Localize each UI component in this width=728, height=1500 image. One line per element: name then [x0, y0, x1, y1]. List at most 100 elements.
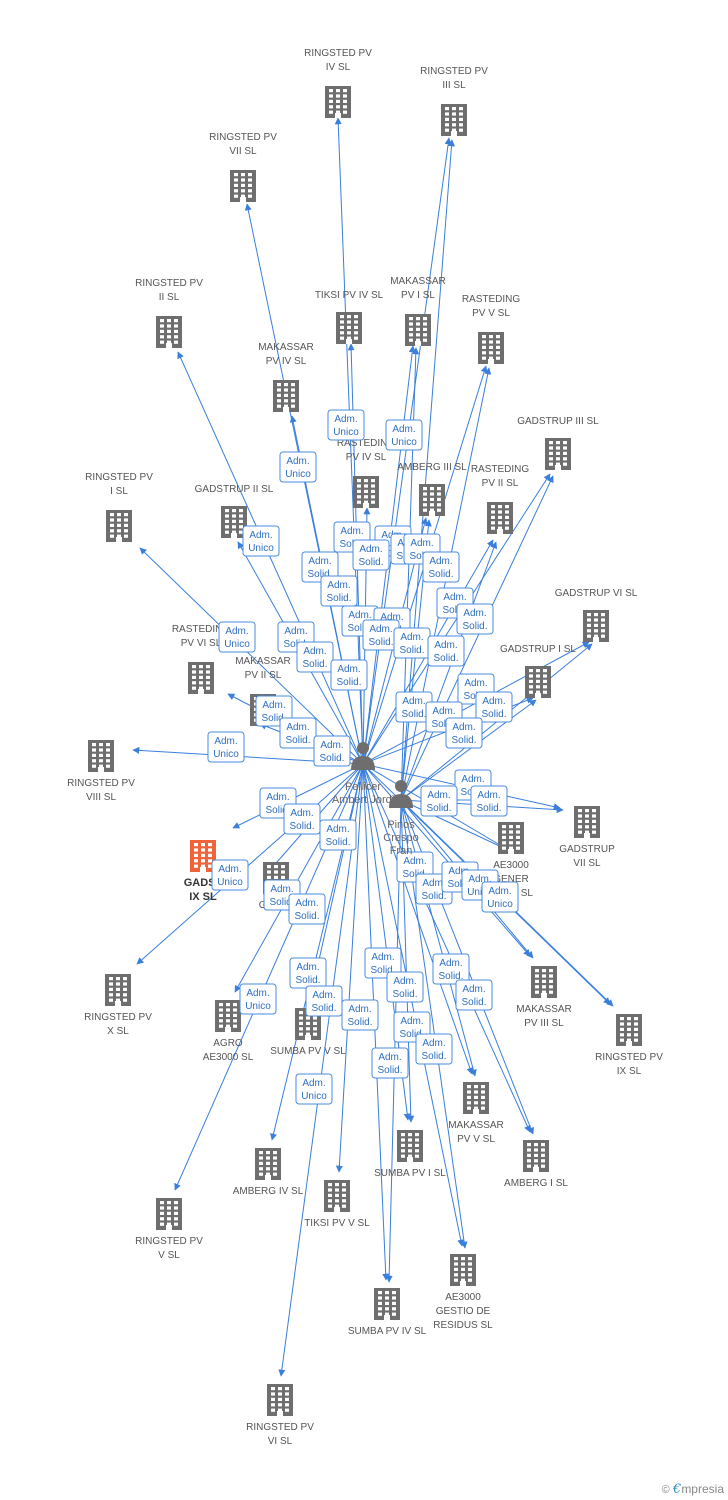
badge-text: Adm.	[286, 456, 309, 467]
company-node[interactable]: AMBERG IV SL	[233, 1148, 304, 1197]
relationship-edge	[177, 351, 364, 765]
role-badge[interactable]: Adm.Unico	[207, 731, 245, 763]
company-node[interactable]: GADSTRUP I SL	[500, 644, 576, 698]
role-badge[interactable]: Adm.Solid.	[395, 691, 433, 723]
badge-text: Adm.	[266, 792, 289, 803]
company-node[interactable]: TIKSI PV IV SL	[315, 290, 384, 344]
company-label: AGRO	[213, 1038, 243, 1049]
badge-text: Solid.	[326, 593, 351, 604]
company-node[interactable]: RINGSTED PVV SL	[135, 1198, 203, 1261]
badge-text: Adm.	[380, 612, 403, 623]
role-badge[interactable]: Adm.Unico	[327, 409, 365, 441]
company-node[interactable]: GADSTRUP III SL	[517, 416, 599, 470]
company-label: SUMBA PV I SL	[374, 1168, 446, 1179]
role-badge[interactable]: Adm.Unico	[218, 621, 256, 653]
role-badge[interactable]: Adm.Solid.	[364, 947, 402, 979]
badge-text: Adm.	[443, 592, 466, 603]
building-icon	[463, 1082, 489, 1114]
role-badge[interactable]: Adm.Solid.	[301, 551, 339, 583]
company-node[interactable]: SUMBA PV I SL	[374, 1130, 446, 1179]
building-icon	[106, 510, 132, 542]
badge-text: Adm.	[303, 646, 326, 657]
role-badge[interactable]: Adm.Solid.	[305, 985, 343, 1017]
relationship-edge	[232, 763, 364, 829]
role-badge[interactable]: Adm.Unico	[481, 881, 519, 913]
role-badge[interactable]: Adm.Solid.	[415, 1033, 453, 1065]
badge-text: Adm.	[393, 976, 416, 987]
company-label: MAKASSAR	[516, 1004, 572, 1015]
role-badge[interactable]: Adm.Unico	[242, 525, 280, 557]
role-badge[interactable]: Adm.Unico	[211, 859, 249, 891]
badge-text: Solid.	[451, 735, 476, 746]
building-icon	[230, 170, 256, 202]
footer-credit[interactable]: © €mpresia	[662, 1482, 724, 1497]
role-badge[interactable]: Adm.Solid.	[319, 819, 357, 851]
role-badge[interactable]: Adm.Solid.	[475, 691, 513, 723]
role-badge[interactable]: Adm.Solid.	[279, 717, 317, 749]
role-badge[interactable]: Adm.Solid.	[296, 641, 334, 673]
badge-text: Adm.	[410, 538, 433, 549]
role-badge[interactable]: Adm.Solid.	[445, 717, 483, 749]
role-badge[interactable]: Adm.Solid.	[427, 635, 465, 667]
role-badge[interactable]: Adm.Solid.	[313, 735, 351, 767]
role-badge[interactable]: Adm.Solid.	[320, 575, 358, 607]
company-label: SUMBA PV V SL	[270, 1046, 346, 1057]
role-badge[interactable]: Adm.Solid.	[422, 551, 460, 583]
role-badge[interactable]: Adm.Solid.	[386, 971, 424, 1003]
badge-text: Adm.	[477, 790, 500, 801]
role-badge[interactable]: Adm.Solid.	[455, 979, 493, 1011]
role-badge[interactable]: Adm.Unico	[239, 983, 277, 1015]
company-node[interactable]: GADSTRUP VI SL	[555, 588, 638, 642]
role-badge[interactable]: Adm.Solid.	[371, 1047, 409, 1079]
company-node[interactable]: AMBERG I SL	[504, 1140, 568, 1189]
role-badge[interactable]: Adm.Solid.	[393, 627, 431, 659]
role-badge[interactable]: Adm.Solid.	[283, 803, 321, 835]
role-badge[interactable]: Adm.Solid.	[420, 785, 458, 817]
badge-text: Adm.	[422, 1038, 445, 1049]
role-badge[interactable]: Adm.Solid.	[362, 619, 400, 651]
role-badge[interactable]: Adm.Solid.	[341, 999, 379, 1031]
company-node[interactable]: RINGSTED PVX SL	[84, 974, 152, 1037]
role-badge[interactable]: Adm.Solid.	[330, 659, 368, 691]
badge-text: Unico	[391, 437, 417, 448]
company-node[interactable]: TIKSI PV V SL	[304, 1180, 370, 1229]
role-badge[interactable]: Adm.Unico	[279, 451, 317, 483]
role-badge[interactable]: Adm.Solid.	[289, 957, 327, 989]
company-label: PV V SL	[472, 308, 510, 319]
company-node[interactable]: AMBERG III SL	[397, 462, 467, 516]
role-badge[interactable]: Adm.Solid.	[352, 539, 390, 571]
company-node[interactable]: SUMBA PV IV SL	[348, 1288, 427, 1337]
role-badge[interactable]: Adm.Unico	[295, 1073, 333, 1105]
role-badge[interactable]: Adm.Solid.	[288, 893, 326, 925]
company-label: IV SL	[326, 62, 351, 73]
badge-text: Adm.	[434, 640, 457, 651]
role-badge[interactable]: Adm.Unico	[385, 419, 423, 451]
role-badge[interactable]: Adm.Solid.	[456, 603, 494, 635]
role-badge[interactable]: Adm.Solid.	[432, 953, 470, 985]
building-icon	[325, 86, 351, 118]
badge-text: Adm.	[302, 1078, 325, 1089]
company-node[interactable]: RINGSTED PVI SL	[85, 472, 153, 542]
relationship-edge	[400, 541, 498, 801]
role-badge[interactable]: Adm.Solid.	[470, 785, 508, 817]
